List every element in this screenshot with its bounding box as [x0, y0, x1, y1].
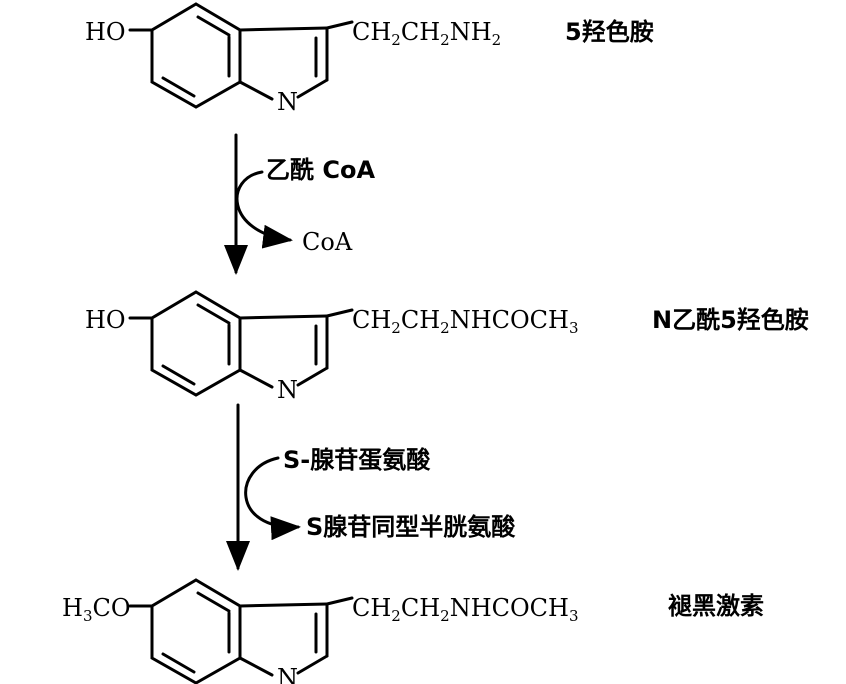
methoxy-group: H3CO — [62, 594, 131, 625]
compound-name: 5羟色胺 — [565, 18, 654, 46]
hydroxy-group: HO — [85, 18, 126, 46]
cosubstrate-curved-arrow — [235, 170, 293, 249]
reaction-step-2: S-腺苷蛋氨酸 S腺苷同型半胱氨酸 — [226, 403, 516, 571]
n-acetylserotonin-structure: HO N CH2CH2NHCOCH3 N乙酰5羟色胺 — [85, 290, 809, 404]
melatonin-structure: H3CO N CH2CH2NHCOCH3 褪黑激素 — [62, 578, 764, 684]
compound-name: N乙酰5羟色胺 — [652, 306, 809, 334]
ring-nitrogen: N — [277, 376, 298, 404]
indole-ring — [128, 578, 354, 684]
ring-nitrogen: N — [277, 88, 298, 116]
side-chain: CH2CH2NH2 — [352, 18, 501, 49]
cosubstrate-out: CoA — [302, 228, 353, 256]
cosubstrate-in: S-腺苷蛋氨酸 — [283, 446, 431, 474]
cosubstrate-out: S腺苷同型半胱氨酸 — [306, 513, 516, 541]
cosubstrate-in: 乙酰 CoA — [266, 156, 375, 184]
compound-name: 褪黑激素 — [668, 592, 764, 620]
serotonin-structure: HO N CH2CH2NH2 5羟色胺 — [85, 2, 654, 116]
indole-ring — [128, 290, 354, 397]
reaction-step-1: 乙酰 CoA CoA — [224, 133, 375, 275]
hydroxy-group: HO — [85, 306, 126, 334]
side-chain: CH2CH2NHCOCH3 — [352, 594, 579, 625]
side-chain: CH2CH2NHCOCH3 — [352, 306, 579, 337]
ring-nitrogen: N — [277, 664, 298, 684]
cosubstrate-curved-arrow — [244, 456, 301, 541]
indole-ring — [128, 2, 354, 109]
